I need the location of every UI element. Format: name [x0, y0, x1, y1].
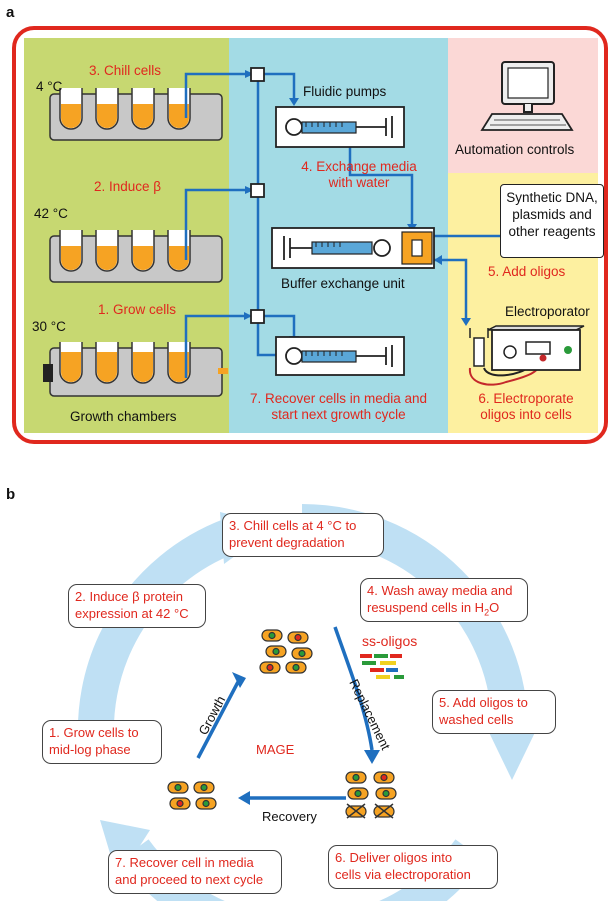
computer-icon [480, 61, 574, 131]
temp-4c: 4 °C [36, 79, 63, 94]
mage-arrows [196, 626, 374, 800]
temp-30c: 30 °C [32, 319, 66, 334]
buffer-exchange-label: Buffer exchange unit [281, 276, 405, 291]
step-1-label: 1. Grow cells [98, 302, 177, 317]
growth-chambers-label: Growth chambers [70, 409, 177, 424]
fluidic-pumps-label: Fluidic pumps [303, 84, 387, 99]
valve-boxes [250, 67, 265, 324]
electroporator-label: Electroporator [505, 304, 590, 319]
temp-42c: 42 °C [34, 206, 68, 221]
oligo-strands [360, 654, 404, 679]
syringe-pump-top [275, 106, 405, 148]
buffer-exchange-unit [271, 227, 435, 269]
step-4-box: 4. Wash away media and resuspend cells i… [360, 578, 528, 622]
panel-a-illustration [12, 26, 608, 444]
syringe-pump-bottom [275, 336, 405, 376]
cells-left [167, 781, 217, 810]
step-2-label: 2. Induce β [94, 179, 162, 194]
tube-rack-42c [49, 230, 223, 283]
growth-arrow-label: Growth [195, 693, 228, 737]
step-5-label: 5. Add oligos [488, 264, 566, 279]
ss-oligos-label: ss-oligos [362, 633, 417, 649]
step-3-label: 3. Chill cells [89, 63, 162, 78]
mage-label: MAGE [256, 742, 295, 757]
cells-right [345, 771, 397, 819]
electroporator-icon [468, 325, 585, 386]
cells-top [259, 629, 313, 674]
tube-rack-30c [43, 342, 228, 397]
panel-a-letter: a [6, 4, 15, 21]
panel-b-letter: b [6, 486, 16, 503]
recovery-arrow-label: Recovery [262, 809, 317, 824]
fluidic-lines [184, 72, 500, 378]
tube-rack-4c [49, 88, 223, 141]
automation-controls-label: Automation controls [455, 142, 575, 157]
